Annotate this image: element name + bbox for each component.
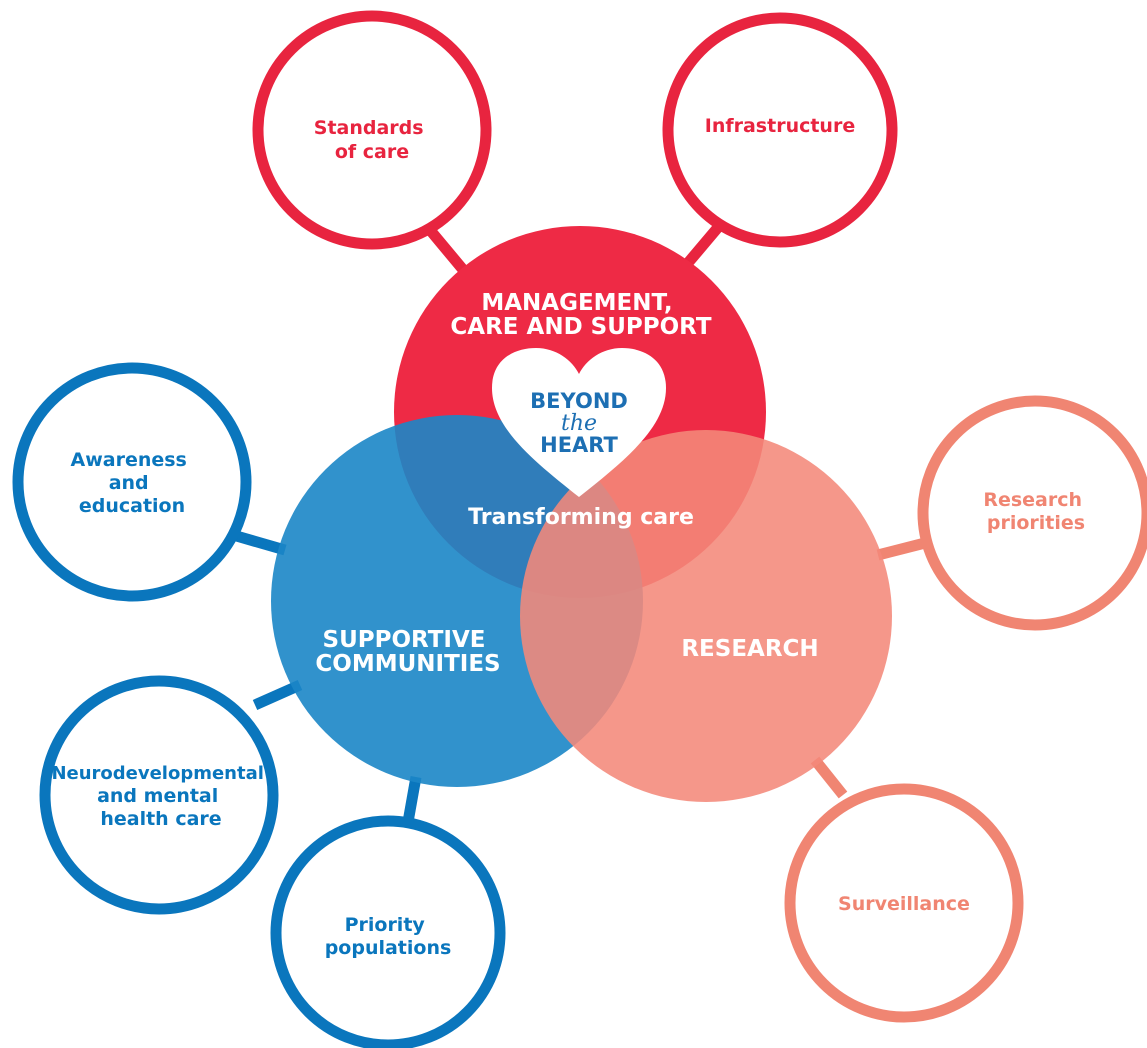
hub-supportive-line2: COMMUNITIES bbox=[315, 651, 500, 677]
center-caption-text: Transforming care bbox=[468, 505, 694, 530]
outer-node-surveillance: Surveillance bbox=[784, 783, 1024, 1023]
hub-research bbox=[520, 430, 892, 802]
svg-text:Surveillance: Surveillance bbox=[838, 893, 970, 915]
awareness-line2: and bbox=[109, 472, 149, 494]
outer-node-priority-ring bbox=[270, 815, 506, 1048]
svg-text:Infrastructure: Infrastructure bbox=[705, 115, 855, 137]
svg-text:Research priorities: Research priorities bbox=[983, 489, 1088, 534]
outer-node-awareness: Awareness and education bbox=[12, 362, 252, 602]
outer-node-priority: Priority populations bbox=[270, 815, 506, 1048]
svg-text:Priority populations: Priority populations bbox=[325, 914, 452, 959]
hub-management-line2: CARE AND SUPPORT bbox=[450, 314, 711, 340]
outer-node-awareness-ring bbox=[12, 362, 252, 602]
surveillance-line1: Surveillance bbox=[838, 893, 970, 915]
svg-text:BEYOND: BEYOND bbox=[530, 389, 628, 413]
standards-line2: of care bbox=[335, 141, 409, 163]
outer-node-standards-ring bbox=[252, 10, 492, 250]
svg-text:the: the bbox=[561, 411, 597, 436]
awareness-line3: education bbox=[79, 495, 185, 517]
hub-management-label: MANAGEMENT, CARE AND SUPPORT bbox=[450, 290, 711, 340]
research-priorities-line1: Research bbox=[983, 489, 1082, 511]
connector-awareness bbox=[231, 529, 287, 556]
hub-research-label: RESEARCH bbox=[681, 636, 818, 662]
standards-line1: Standards bbox=[314, 117, 424, 139]
heart-icon bbox=[492, 348, 666, 497]
neuro-line3: health care bbox=[100, 808, 221, 830]
outer-node-research-priorities-ring bbox=[917, 395, 1147, 631]
connector-neuro bbox=[252, 679, 303, 711]
outer-node-infrastructure: Infrastructure bbox=[662, 12, 898, 248]
outer-node-surveillance-ring bbox=[784, 783, 1024, 1023]
connector-priority bbox=[402, 776, 422, 823]
center-caption: Transforming care bbox=[468, 505, 694, 530]
research-priorities-line2: priorities bbox=[987, 512, 1085, 534]
priority-line1: Priority bbox=[345, 914, 426, 936]
neuro-line1: Neurodevelopmental bbox=[51, 763, 263, 784]
heart-beyond-text: BEYOND bbox=[530, 389, 628, 413]
outer-node-standards: Standards of care bbox=[252, 10, 492, 250]
svg-text:Neurodevelopmental and m: Neurodevelopmental and mental health car… bbox=[51, 762, 270, 830]
svg-text:Standards of care: Standards of care bbox=[314, 117, 430, 163]
connector-surveillance bbox=[810, 756, 848, 799]
heart-the-text: the bbox=[561, 411, 597, 436]
hub-research-line1: RESEARCH bbox=[681, 636, 818, 662]
heart-heart-text: HEART bbox=[540, 433, 618, 457]
connector-research-priorities bbox=[876, 537, 927, 561]
hub-supportive-line1: SUPPORTIVE bbox=[323, 627, 486, 653]
outer-node-research-priorities: Research priorities bbox=[917, 395, 1147, 631]
neuro-line2: and mental bbox=[97, 785, 218, 807]
awareness-line1: Awareness bbox=[71, 449, 187, 471]
infrastructure-line1: Infrastructure bbox=[705, 115, 855, 137]
svg-text:HEART: HEART bbox=[540, 433, 618, 457]
hub-management-line1: MANAGEMENT, bbox=[481, 290, 672, 316]
svg-text:Awareness and educ: Awareness and education bbox=[71, 449, 194, 517]
priority-line2: populations bbox=[325, 937, 452, 959]
outer-node-infrastructure-ring bbox=[662, 12, 898, 248]
outer-node-neuro-ring bbox=[39, 675, 279, 915]
beyond-the-heart-logo: BEYOND the HEART bbox=[492, 348, 666, 497]
hub-supportive-label: SUPPORTIVE COMMUNITIES bbox=[315, 627, 500, 677]
outer-node-neuro: Neurodevelopmental and mental health car… bbox=[39, 675, 279, 915]
